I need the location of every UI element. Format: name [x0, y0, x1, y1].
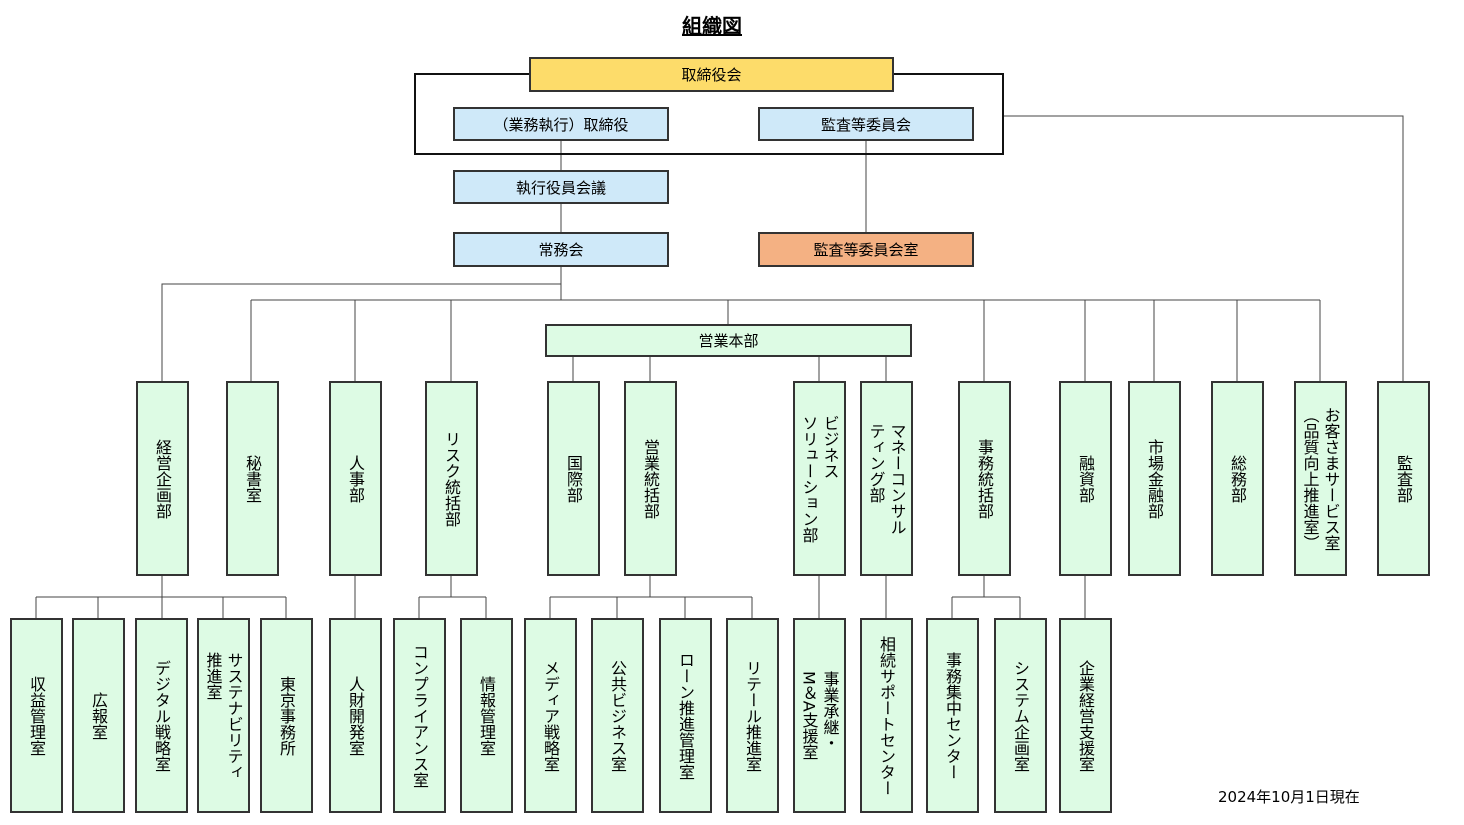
unit-label: ローン推進管理室 [676, 651, 695, 780]
dept-label: ビジネス ソリューション部 [799, 414, 840, 543]
dept-label: 事務統括部 [975, 438, 994, 519]
unit-jimu-shuchu: 事務集中センター [926, 618, 979, 813]
unit-koho: 広報室 [72, 618, 125, 813]
dept-eigyo-tokatsu: 営業統括部 [624, 381, 677, 576]
board-label: 取締役会 [681, 66, 742, 84]
unit-jigyo-shokei: 事業承継・ M＆A支援室 [793, 618, 846, 813]
dept-customer-service: お客さまサービス室 （品質向上推進室） [1294, 381, 1347, 576]
dept-somu: 総務部 [1211, 381, 1264, 576]
unit-label: メディア戦略室 [541, 659, 560, 772]
unit-retail-suishin: リテール推進室 [726, 618, 779, 813]
unit-sustainability: サステナビリティ 推進室 [197, 618, 250, 813]
sales-hq-label: 営業本部 [698, 332, 759, 350]
dept-jimu-tokatsu: 事務統括部 [958, 381, 1011, 576]
dept-label: 市場金融部 [1145, 438, 1164, 519]
unit-system-kikaku: システム企画室 [994, 618, 1047, 813]
board-box: 取締役会 [529, 57, 894, 92]
exec-officers-box: 執行役員会議 [453, 170, 669, 204]
dept-label: 秘書室 [243, 454, 262, 503]
as-of-date: 2024年10月1日現在 [1218, 788, 1360, 806]
dept-shijo-kinyu: 市場金融部 [1128, 381, 1181, 576]
unit-joho-kanri: 情報管理室 [460, 618, 513, 813]
unit-jinzai-kaihatsu: 人財開発室 [329, 618, 382, 813]
unit-label: 情報管理室 [477, 675, 496, 756]
unit-digital-senryaku: デジタル戦略室 [135, 618, 188, 813]
unit-label: リテール推進室 [743, 659, 762, 772]
dept-label: お客さまサービス室 （品質向上推進室） [1300, 406, 1341, 551]
unit-label: サステナビリティ 推進室 [203, 651, 244, 780]
dept-business-solution: ビジネス ソリューション部 [793, 381, 846, 576]
unit-label: 企業経営支援室 [1076, 659, 1095, 772]
audit-committee-box: 監査等委員会 [758, 107, 974, 141]
directors-label: （業務執行）取締役 [493, 115, 629, 134]
unit-kigyo-keiei: 企業経営支援室 [1059, 618, 1112, 813]
dept-kokusai: 国際部 [547, 381, 600, 576]
unit-label: コンプライアンス室 [410, 643, 429, 788]
unit-compliance: コンプライアンス室 [393, 618, 446, 813]
unit-label: 事務集中センター [943, 651, 962, 780]
unit-tokyo-jimusho: 東京事務所 [260, 618, 313, 813]
unit-label: 収益管理室 [27, 675, 46, 756]
sales-hq-box: 営業本部 [545, 324, 912, 357]
dept-label: 人事部 [346, 454, 365, 503]
dept-jinji: 人事部 [329, 381, 382, 576]
unit-media-senryaku: メディア戦略室 [524, 618, 577, 813]
dept-label: 営業統括部 [641, 438, 660, 519]
unit-label: システム企画室 [1011, 659, 1030, 772]
dept-label: 総務部 [1228, 454, 1247, 503]
unit-sozoku-support: 相続サポートセンター [860, 618, 913, 813]
unit-label: 事業承継・ M＆A支援室 [799, 671, 840, 760]
dept-kansa: 監査部 [1377, 381, 1430, 576]
directors-box: （業務執行）取締役 [453, 107, 669, 141]
audit-committee-office-box: 監査等委員会室 [758, 232, 974, 267]
exec-officers-label: 執行役員会議 [515, 178, 606, 197]
unit-label: 人財開発室 [346, 675, 365, 756]
audit-committee-label: 監査等委員会 [820, 115, 911, 134]
unit-label: デジタル戦略室 [152, 659, 171, 772]
dept-money-consulting: マネーコンサル ティング部 [860, 381, 913, 576]
dept-yushi: 融資部 [1059, 381, 1112, 576]
audit-committee-office-label: 監査等委員会室 [813, 241, 919, 259]
dept-hisho: 秘書室 [226, 381, 279, 576]
managing-committee-box: 常務会 [453, 232, 669, 267]
page-title: 組織図 [682, 14, 742, 38]
dept-label: マネーコンサル ティング部 [866, 422, 907, 535]
dept-keiei-kikaku: 経営企画部 [136, 381, 189, 576]
dept-label: 経営企画部 [153, 438, 172, 519]
dept-label: 監査部 [1394, 454, 1413, 503]
unit-label: 相続サポートセンター [877, 635, 896, 796]
dept-risk: リスク統括部 [425, 381, 478, 576]
unit-label: 公共ビジネス室 [608, 659, 627, 772]
unit-label: 広報室 [89, 691, 108, 740]
dept-label: 融資部 [1076, 454, 1095, 503]
unit-loan-suishin: ローン推進管理室 [659, 618, 712, 813]
unit-label: 東京事務所 [277, 675, 296, 756]
managing-committee-label: 常務会 [538, 241, 584, 259]
dept-label: 国際部 [564, 454, 583, 503]
unit-kokyo-business: 公共ビジネス室 [591, 618, 644, 813]
dept-label: リスク統括部 [442, 430, 461, 527]
unit-shueki-kanri: 収益管理室 [10, 618, 63, 813]
